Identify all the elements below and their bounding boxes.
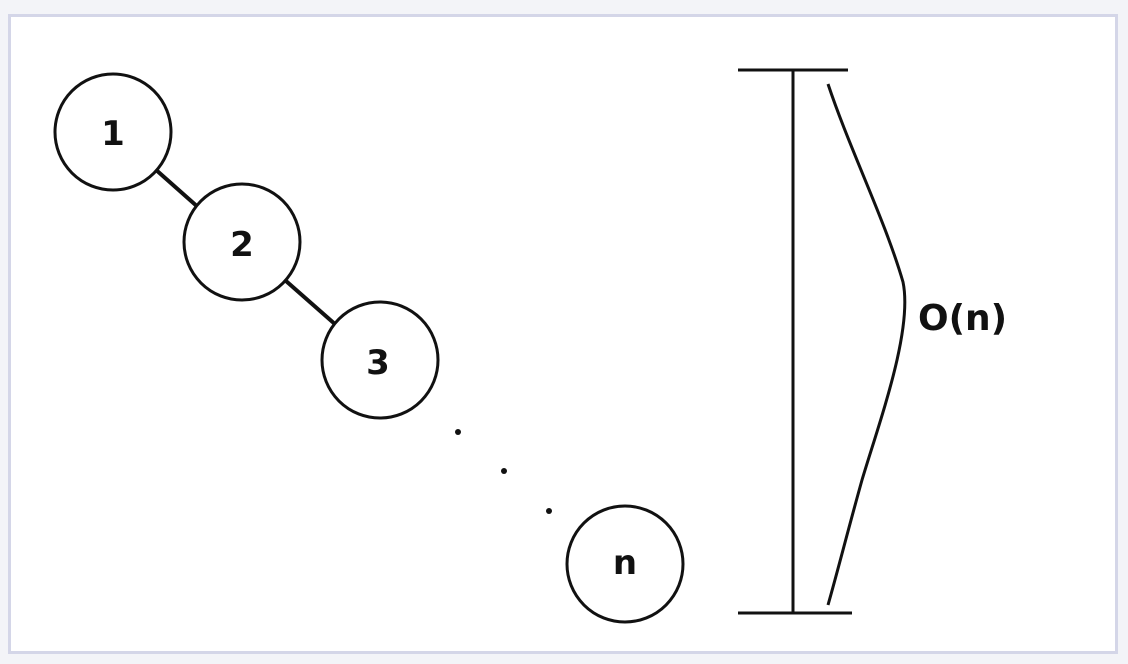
ellipsis-dot [501, 468, 507, 474]
node-label: 1 [101, 114, 125, 154]
tree-node-n: n [565, 504, 685, 624]
edge-1-2 [153, 167, 201, 210]
edge-2-3 [284, 279, 338, 327]
node-label: 2 [230, 225, 254, 265]
ellipsis-dots [455, 429, 552, 514]
tree-node-1: 1 [53, 72, 173, 192]
height-bracket [738, 68, 852, 615]
node-circle [182, 182, 302, 302]
node-label: n [613, 543, 637, 583]
curly-brace [826, 83, 907, 606]
complexity-label: O(n) [918, 298, 1007, 339]
ellipsis-dot [455, 429, 461, 435]
diagram-frame [8, 14, 1118, 654]
node-circle [320, 300, 440, 420]
tree-node-2: 2 [182, 182, 302, 302]
node-circle [53, 72, 173, 192]
ellipsis-dot [546, 508, 552, 514]
node-label: 3 [366, 343, 390, 383]
node-circle [565, 504, 685, 624]
tree-node-3: 3 [320, 300, 440, 420]
